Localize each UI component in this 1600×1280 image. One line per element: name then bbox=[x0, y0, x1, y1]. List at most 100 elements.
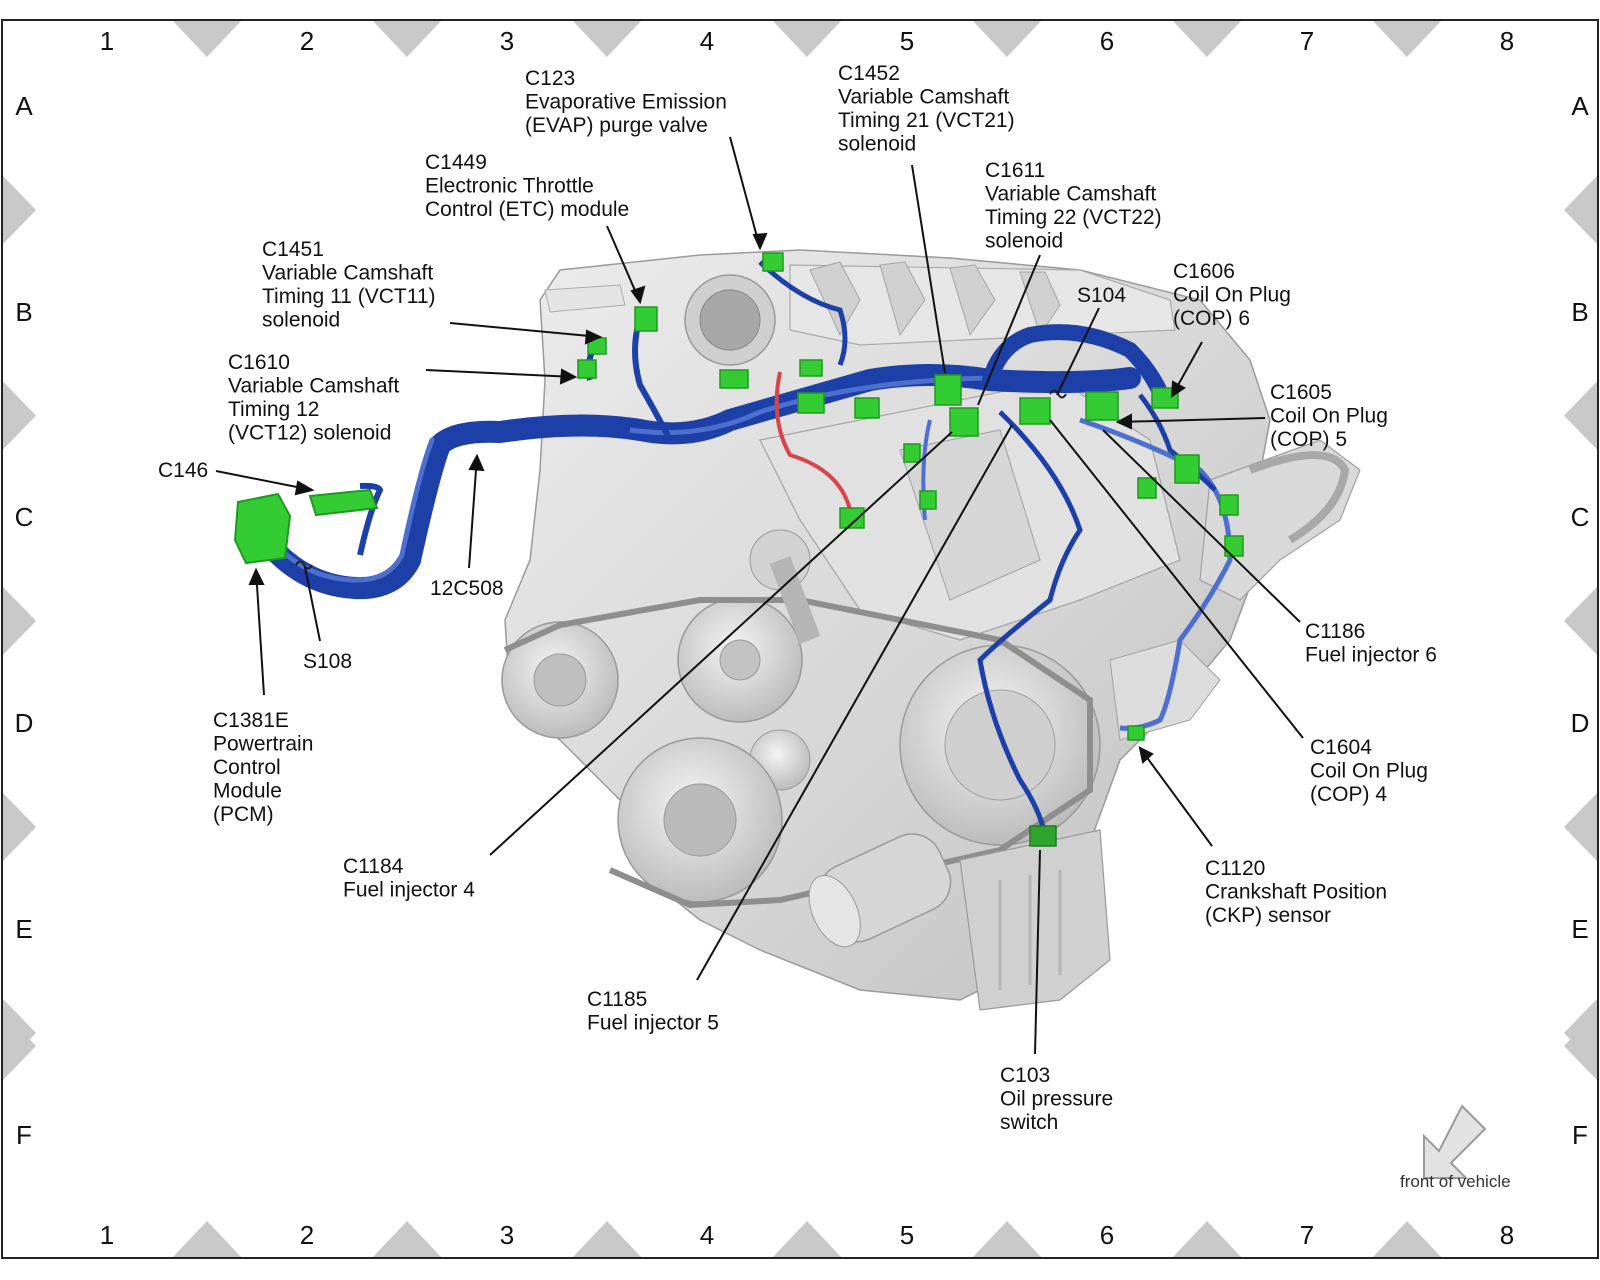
grid-row-label: B bbox=[15, 297, 32, 327]
border-marker bbox=[973, 21, 1041, 57]
callout-line: Variable Camshaft bbox=[985, 183, 1156, 206]
border-marker bbox=[1564, 176, 1597, 244]
callout-line: solenoid bbox=[838, 133, 916, 156]
callout-line: Evaporative Emission bbox=[525, 91, 727, 114]
callout-line: C1186 bbox=[1305, 620, 1365, 643]
border-marker bbox=[773, 21, 841, 57]
grid-rows-left: A B C D E F bbox=[15, 91, 34, 1150]
border-markers bbox=[3, 21, 1597, 1257]
border-marker bbox=[1173, 1221, 1241, 1257]
callout-line: C146 bbox=[158, 459, 208, 482]
grid-row-label: B bbox=[1571, 297, 1588, 327]
callout-line: Coil On Plug bbox=[1173, 284, 1291, 307]
callout-s108: S108 bbox=[303, 650, 352, 673]
callout-line: C1451 bbox=[262, 238, 324, 261]
callout-line: Coil On Plug bbox=[1270, 405, 1388, 428]
callout-line: Oil pressure bbox=[1000, 1088, 1113, 1111]
grid-column-label: 7 bbox=[1300, 26, 1314, 56]
callout-line: solenoid bbox=[985, 230, 1063, 253]
border-marker bbox=[1564, 381, 1597, 450]
border-marker bbox=[973, 1221, 1041, 1257]
border-marker bbox=[573, 1221, 641, 1257]
callout-line: C1606 bbox=[1173, 260, 1235, 283]
callout-line: Timing 21 (VCT21) bbox=[838, 109, 1015, 132]
front-of-vehicle-label: front of vehicle bbox=[1400, 1172, 1511, 1191]
callout-line: Electronic Throttle bbox=[425, 175, 594, 198]
s108-splice-icon bbox=[295, 560, 313, 570]
callout-line: (COP) 5 bbox=[1270, 428, 1347, 451]
grid-row-label: A bbox=[1571, 91, 1589, 121]
callout-line: Timing 12 bbox=[228, 398, 319, 421]
callout-line: C1381E bbox=[213, 709, 289, 732]
grid-row-label: E bbox=[1571, 914, 1588, 944]
grid-column-label: 7 bbox=[1300, 1220, 1314, 1250]
border-marker bbox=[3, 1012, 36, 1080]
callout-12c508: 12C508 bbox=[430, 577, 504, 600]
callout-line: (CKP) sensor bbox=[1205, 904, 1331, 927]
pcm-connector bbox=[233, 492, 292, 565]
callout-line: solenoid bbox=[262, 309, 340, 332]
callout-line: C1605 bbox=[1270, 381, 1332, 404]
grid-row-label: D bbox=[15, 708, 34, 738]
arrow-down-left-icon bbox=[1423, 1104, 1487, 1179]
grid-row-label: E bbox=[15, 914, 32, 944]
grid-row-label: C bbox=[1571, 502, 1590, 532]
grid-row-label: F bbox=[16, 1120, 32, 1150]
border-marker bbox=[173, 21, 241, 57]
border-marker bbox=[573, 21, 641, 57]
callout-line: (PCM) bbox=[213, 803, 274, 826]
border-marker bbox=[173, 1221, 241, 1257]
grid-column-label: 1 bbox=[100, 1220, 114, 1250]
callout-line: Fuel injector 5 bbox=[587, 1012, 719, 1035]
callout-line: Control (ETC) module bbox=[425, 198, 629, 221]
grid-row-label: C bbox=[15, 502, 34, 532]
border-marker bbox=[1564, 587, 1597, 655]
callout-line: C1610 bbox=[228, 351, 290, 374]
callout-line: C1604 bbox=[1310, 736, 1372, 759]
grid-row-label: D bbox=[1571, 708, 1590, 738]
engine-illustration bbox=[501, 249, 1361, 1011]
grid-column-label: 3 bbox=[500, 26, 514, 56]
border-marker bbox=[3, 381, 36, 450]
grid-row-label: F bbox=[1572, 1120, 1588, 1150]
grid-column-label: 2 bbox=[300, 1220, 314, 1250]
border-marker bbox=[3, 176, 36, 244]
callout-line: Timing 11 (VCT11) bbox=[262, 285, 436, 308]
callout-line: Variable Camshaft bbox=[838, 86, 1009, 109]
leader-lines bbox=[215, 136, 1304, 1055]
callout-line: Module bbox=[213, 780, 282, 803]
grid-column-label: 6 bbox=[1100, 26, 1114, 56]
callout-line: Fuel injector 4 bbox=[343, 879, 475, 902]
callout-line: (COP) 4 bbox=[1310, 783, 1387, 806]
grid-column-label: 1 bbox=[100, 26, 114, 56]
grid-column-label: 2 bbox=[300, 26, 314, 56]
callout-line: S108 bbox=[303, 650, 352, 673]
callout-line: Crankshaft Position bbox=[1205, 881, 1387, 904]
callout-line: (VCT12) solenoid bbox=[228, 422, 391, 445]
border-marker bbox=[3, 793, 36, 861]
grid-column-label: 5 bbox=[900, 26, 914, 56]
callout-line: C1452 bbox=[838, 62, 900, 85]
grid-row-label: A bbox=[15, 91, 33, 121]
callout-line: Timing 22 (VCT22) bbox=[985, 206, 1162, 229]
callout-line: C103 bbox=[1000, 1064, 1050, 1087]
grid-column-label: 3 bbox=[500, 1220, 514, 1250]
callout-c146: C146 bbox=[158, 459, 208, 482]
front-of-vehicle-indicator: front of vehicle bbox=[1400, 1104, 1511, 1191]
border-marker bbox=[773, 1221, 841, 1257]
callout-line: C123 bbox=[525, 67, 575, 90]
